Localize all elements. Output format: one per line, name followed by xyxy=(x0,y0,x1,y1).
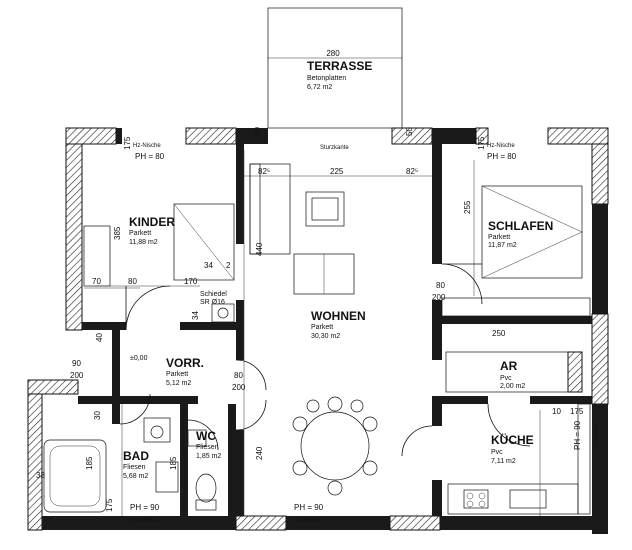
dim-label: 90 xyxy=(72,359,81,368)
room-area: 5,12 m2 xyxy=(166,380,191,387)
dimension-lines xyxy=(94,150,541,516)
hz-nische-kinder: Hz-Nische xyxy=(133,143,161,149)
dim-label: 255 xyxy=(463,200,472,214)
room-ar: AR Pvc 2,00 m2 xyxy=(500,359,525,390)
dim-label: 70 xyxy=(92,277,101,286)
level-marker: ±0,00 xyxy=(130,355,148,362)
dim-label: 225 xyxy=(330,167,344,176)
dim-label: 80 xyxy=(436,281,445,290)
dim-label: 33 xyxy=(36,471,45,480)
ph-schlafen: PH = 80 xyxy=(487,152,517,161)
doors xyxy=(119,263,531,457)
room-area: 11,87 m2 xyxy=(488,242,517,249)
ph-kinder: PH = 80 xyxy=(135,152,165,161)
dim-label: 200 xyxy=(432,293,446,302)
dim-label: 80 xyxy=(128,277,137,286)
room-area: 6,72 m2 xyxy=(307,84,332,91)
dim-label: 82⁵ xyxy=(406,167,418,176)
room-material: Betonplatten xyxy=(307,75,346,82)
room-wohnen: WOHNEN Parkett 30,30 m2 xyxy=(311,309,366,340)
room-material: Parkett xyxy=(488,234,510,241)
room-name: TERRASSE xyxy=(307,59,372,73)
dim-label: 240 xyxy=(255,446,264,460)
room-area: 1,85 m2 xyxy=(196,453,221,460)
dim-label: 200 xyxy=(232,383,246,392)
room-vorr: VORR. Parkett 5,12 m2 xyxy=(166,356,204,387)
dim-label: 175 xyxy=(123,136,132,150)
room-kinder: KINDER Parkett 11,88 m2 xyxy=(129,215,175,246)
walls xyxy=(27,127,609,534)
room-material: Pvc xyxy=(500,375,512,382)
sr-label: SR Ø16 xyxy=(200,299,225,306)
room-material: Parkett xyxy=(166,371,188,378)
ph-wohnen: PH = 90 xyxy=(294,503,324,512)
room-area: 7,11 m2 xyxy=(491,458,516,465)
terrace xyxy=(267,7,403,129)
hz-nische-wohnen: Hz-Nische xyxy=(294,518,322,524)
room-name: WOHNEN xyxy=(311,309,366,323)
dim-label: 10 xyxy=(552,407,561,416)
room-terrasse: 280 TERRASSE Betonplatten 6,72 m2 xyxy=(307,49,372,91)
dim-label: 50 xyxy=(405,127,414,136)
room-bad: BAD Fliesen 5,68 m2 xyxy=(123,449,149,480)
room-name: VORR. xyxy=(166,356,204,370)
dim-label: 175 xyxy=(477,136,486,150)
annotations: PH = 80 Hz-Nische PH = 80 Hz-Nische Stur… xyxy=(130,143,600,524)
dim-label: 250 xyxy=(492,329,506,338)
dim-label: 82⁵ xyxy=(258,167,270,176)
room-area: 11,88 m2 xyxy=(129,239,158,246)
ph-kueche: PH = 90 xyxy=(573,420,582,450)
dim-label: 185 xyxy=(169,456,178,470)
room-material: Fliesen xyxy=(123,464,146,471)
dimensions: 225 82⁵ 82⁵ 50 50 385 440 255 240 70 80 … xyxy=(36,127,584,512)
dim-label: 175 xyxy=(570,407,584,416)
dim-label: 2 xyxy=(226,261,231,270)
room-name: SCHLAFEN xyxy=(488,219,553,233)
dim-label: 40 xyxy=(95,333,104,342)
dim-label: 50 xyxy=(253,127,262,136)
room-area: 30,30 m2 xyxy=(311,333,340,340)
hz-nische-kueche: Hz-Nische xyxy=(594,422,600,450)
hz-nische-schlafen: Hz-Nische xyxy=(487,143,515,149)
dim-label: 170 xyxy=(184,277,198,286)
dim-label: 200 xyxy=(70,371,84,380)
schiedel-label: Schiedel xyxy=(200,291,227,298)
room-name: AR xyxy=(500,359,518,373)
sturzkante: Sturzkante xyxy=(320,145,349,151)
room-material: Parkett xyxy=(129,230,151,237)
dim-label: 175 xyxy=(105,498,114,512)
room-material: Pvc xyxy=(491,449,503,456)
room-kueche: KÜCHE Pvc 7,11 m2 xyxy=(491,432,534,465)
furniture xyxy=(43,163,591,515)
dim-terrasse-width: 280 xyxy=(326,49,340,58)
room-name: BAD xyxy=(123,449,149,463)
room-schlafen: SCHLAFEN Parkett 11,87 m2 xyxy=(488,219,553,249)
room-wc: WC Fliesen 1,85 m2 xyxy=(196,429,221,460)
room-area: 5,68 m2 xyxy=(123,473,148,480)
dim-label: 80 xyxy=(234,371,243,380)
room-area: 2,00 m2 xyxy=(500,383,525,390)
room-name: KINDER xyxy=(129,215,175,229)
room-name: KÜCHE xyxy=(491,432,534,447)
ph-bad: PH = 90 xyxy=(130,503,160,512)
room-material: Parkett xyxy=(311,324,333,331)
dim-label: 385 xyxy=(113,226,122,240)
dim-label: 440 xyxy=(255,242,264,256)
hz-nische-bad: Hz-Nische xyxy=(130,518,158,524)
dim-label: 30 xyxy=(93,411,102,420)
dim-label: 185 xyxy=(85,456,94,470)
room-material: Fliesen xyxy=(196,444,219,451)
dim-label: 34 xyxy=(204,261,213,270)
room-name: WC xyxy=(196,429,216,443)
dim-label: 34 xyxy=(191,311,200,320)
